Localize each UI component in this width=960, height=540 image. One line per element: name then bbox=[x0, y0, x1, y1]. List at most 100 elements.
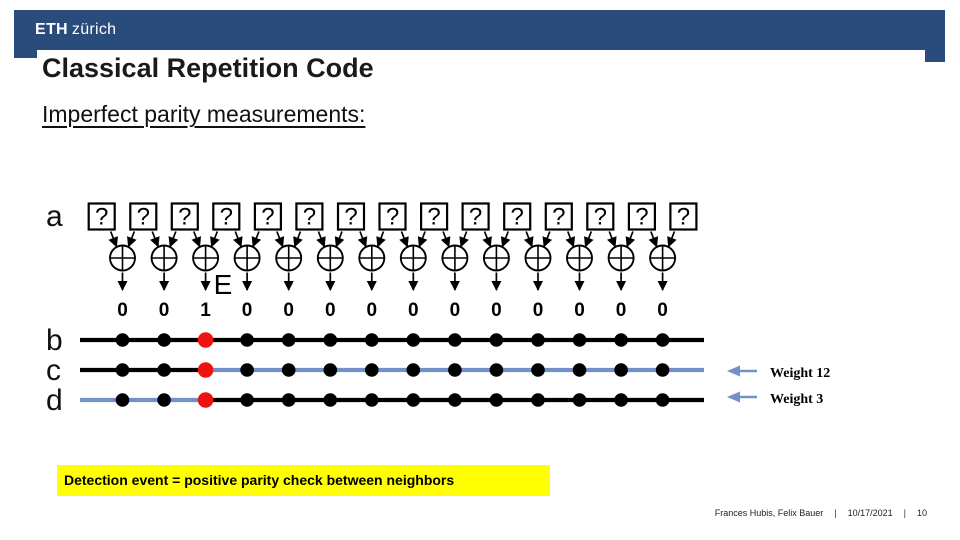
data-bit-symbol: ? bbox=[469, 204, 482, 231]
measurement-bit: 0 bbox=[491, 300, 502, 321]
chain-dot bbox=[157, 393, 171, 407]
measurement-bit: 0 bbox=[616, 300, 627, 321]
measurement-bit: 0 bbox=[574, 300, 585, 321]
xor-gate-icon bbox=[192, 244, 220, 272]
chain-dot bbox=[489, 333, 504, 347]
parity-input-arrow bbox=[417, 231, 428, 248]
measurement-bit: 0 bbox=[117, 300, 128, 321]
parity-input-arrow bbox=[607, 231, 617, 248]
chain-dot bbox=[365, 393, 379, 407]
measurement-error-label: E bbox=[214, 269, 233, 300]
xor-gate-icon bbox=[358, 244, 386, 272]
chain-dot bbox=[240, 393, 254, 407]
data-bit-symbol: ? bbox=[137, 204, 150, 231]
footer-separator: | bbox=[834, 508, 837, 518]
slide-title: Classical Repetition Code bbox=[42, 53, 374, 83]
data-bit-box bbox=[669, 202, 698, 231]
chain-dot bbox=[157, 363, 171, 377]
chain-dot bbox=[655, 393, 670, 407]
measurement-bit: 0 bbox=[242, 300, 253, 321]
chain-dot bbox=[281, 393, 296, 407]
xor-gate-icon bbox=[233, 244, 261, 272]
data-bit-symbol: ? bbox=[261, 204, 274, 231]
chain-dot bbox=[614, 363, 628, 377]
xor-gate-icon bbox=[275, 244, 303, 272]
data-bit-box bbox=[87, 202, 116, 231]
chain-dot bbox=[406, 333, 421, 347]
footer: Frances Hubis, Felix Bauer | 10/17/2021 … bbox=[715, 508, 927, 518]
data-bit-symbol: ? bbox=[427, 204, 440, 231]
logo-text-zurich: zürich bbox=[71, 21, 117, 38]
data-bit-symbol: ? bbox=[178, 204, 191, 231]
chain-dot bbox=[572, 393, 587, 407]
measurement-bit: 1 bbox=[200, 300, 211, 321]
xor-gate-icon bbox=[109, 244, 136, 272]
parity-input-arrow bbox=[108, 231, 118, 248]
data-bit-box bbox=[544, 202, 573, 231]
chain-dot bbox=[448, 333, 462, 347]
parity-input-arrow bbox=[459, 231, 469, 248]
parity-input-arrow bbox=[233, 231, 243, 248]
chain-dot bbox=[655, 333, 670, 347]
chain-dot bbox=[489, 363, 504, 377]
xor-gate-icon bbox=[524, 244, 552, 272]
slide-subtitle: Imperfect parity measurements: bbox=[42, 101, 366, 127]
xor-gate-icon bbox=[566, 244, 593, 272]
chain-dot bbox=[281, 363, 296, 377]
chain-dot bbox=[365, 333, 379, 347]
xor-gate-icon bbox=[649, 244, 677, 272]
measurement-bit: 0 bbox=[283, 300, 294, 321]
chain-dot bbox=[115, 333, 130, 347]
measurement-bit: 0 bbox=[367, 300, 378, 321]
parity-input-arrow bbox=[500, 231, 511, 248]
chain-dot bbox=[323, 333, 338, 347]
parity-input-arrow bbox=[293, 231, 303, 248]
data-bit-symbol: ? bbox=[677, 204, 690, 231]
logo-text-eth: ETH bbox=[35, 21, 68, 38]
weight-arrow-head bbox=[727, 365, 740, 377]
parity-input-arrow bbox=[482, 231, 492, 248]
chain-dot bbox=[115, 363, 130, 377]
data-bit-symbol: ? bbox=[220, 204, 233, 231]
parity-input-arrow bbox=[523, 231, 534, 248]
measurement-bit: 0 bbox=[450, 300, 461, 321]
footer-page-number: 10 bbox=[916, 508, 927, 518]
xor-gate-icon bbox=[399, 244, 427, 272]
data-bit-symbol: ? bbox=[344, 204, 357, 231]
data-bit-box bbox=[129, 202, 158, 231]
chain-dot bbox=[531, 363, 545, 377]
parity-input-arrow bbox=[168, 231, 179, 248]
data-bit-box bbox=[627, 202, 657, 231]
chain-dot bbox=[614, 393, 628, 407]
detection-event-callout: Detection event = positive parity check … bbox=[57, 465, 550, 496]
parity-input-arrow bbox=[150, 231, 160, 248]
parity-input-arrow bbox=[334, 231, 345, 248]
data-bit-box bbox=[420, 202, 449, 231]
chain-dot bbox=[448, 363, 462, 377]
data-bit-box bbox=[336, 202, 366, 231]
chain-dot bbox=[406, 363, 421, 377]
measurement-bit: 0 bbox=[657, 300, 668, 321]
xor-gate-icon bbox=[482, 244, 510, 272]
footer-separator: | bbox=[903, 508, 906, 518]
footer-date: 10/17/2021 bbox=[847, 508, 893, 518]
parity-input-arrow bbox=[667, 231, 677, 248]
parity-input-arrow bbox=[210, 231, 220, 248]
detection-event-dot bbox=[197, 332, 214, 348]
data-bit-box bbox=[170, 202, 199, 231]
xor-gate-icon bbox=[441, 244, 469, 272]
parity-input-arrow bbox=[584, 231, 594, 248]
data-bit-box bbox=[378, 202, 407, 231]
parity-input-arrow bbox=[251, 231, 262, 248]
row-label-c: c bbox=[46, 354, 61, 387]
header-tab-right bbox=[925, 50, 945, 62]
parity-input-arrow bbox=[542, 231, 553, 248]
detection-event-dot bbox=[197, 392, 214, 408]
footer-authors: Frances Hubis, Felix Bauer bbox=[714, 508, 824, 518]
chain-dot bbox=[489, 393, 504, 407]
parity-input-arrow bbox=[399, 231, 409, 248]
